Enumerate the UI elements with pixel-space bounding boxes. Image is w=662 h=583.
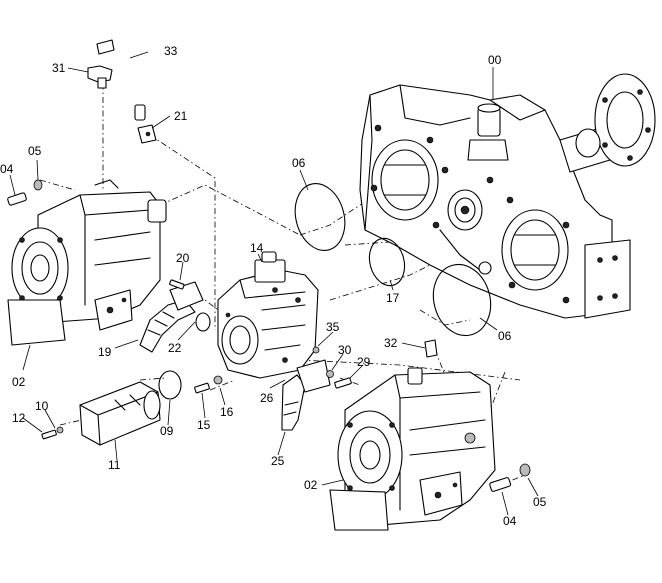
callout-05-lower: 05 xyxy=(533,495,547,509)
callout-04-upper: 04 xyxy=(0,162,14,176)
hydraulic-pump-02-right xyxy=(329,367,496,531)
callout-29: 29 xyxy=(357,355,371,369)
callout-10: 10 xyxy=(35,399,49,413)
callout-06-lower: 06 xyxy=(498,329,512,343)
callout-19: 19 xyxy=(98,345,112,359)
callout-22: 22 xyxy=(168,341,182,355)
callout-20: 20 xyxy=(176,251,190,265)
o-ring-09 xyxy=(158,370,182,400)
callout-12: 12 xyxy=(12,411,26,425)
callout-16: 16 xyxy=(220,405,234,419)
callout-25: 25 xyxy=(271,454,285,468)
fitting-31 xyxy=(87,65,113,89)
o-ring-06-lower xyxy=(432,263,492,337)
hose-33 xyxy=(96,39,146,129)
charge-pump-14 xyxy=(217,251,319,379)
callout-labels: 00 33 31 21 04 05 06 14 20 19 22 02 17 0… xyxy=(0,44,547,528)
callout-04-lower: 04 xyxy=(503,514,517,528)
hydraulic-pump-02-left xyxy=(7,179,167,346)
filter-housing-11 xyxy=(79,381,161,446)
callout-33: 33 xyxy=(164,44,178,58)
callout-05-upper: 05 xyxy=(28,144,42,158)
callout-35: 35 xyxy=(326,320,340,334)
o-ring-22 xyxy=(195,312,211,332)
callout-26: 26 xyxy=(260,391,274,405)
o-ring-06-upper xyxy=(294,183,346,251)
callout-11: 11 xyxy=(108,458,121,472)
fitting-21 xyxy=(137,124,157,144)
callout-02-upper: 02 xyxy=(12,375,26,389)
callout-32: 32 xyxy=(384,336,398,350)
callout-17: 17 xyxy=(386,291,400,305)
callout-09: 09 xyxy=(160,424,174,438)
callout-21: 21 xyxy=(174,109,188,123)
bolts-and-washers xyxy=(7,179,531,492)
callout-15: 15 xyxy=(197,418,211,432)
callout-02-lower: 02 xyxy=(304,478,318,492)
callout-31: 31 xyxy=(52,61,66,75)
callout-06-upper: 06 xyxy=(292,156,306,170)
gearbox-housing-00 xyxy=(359,73,656,319)
o-ring-17 xyxy=(368,237,406,287)
callout-00: 00 xyxy=(488,53,502,67)
callout-30: 30 xyxy=(338,343,352,357)
leader-lines xyxy=(9,51,539,516)
callout-14: 14 xyxy=(250,241,264,255)
pressure-elbow-25 xyxy=(281,359,331,431)
suction-elbow-19 xyxy=(139,281,204,353)
